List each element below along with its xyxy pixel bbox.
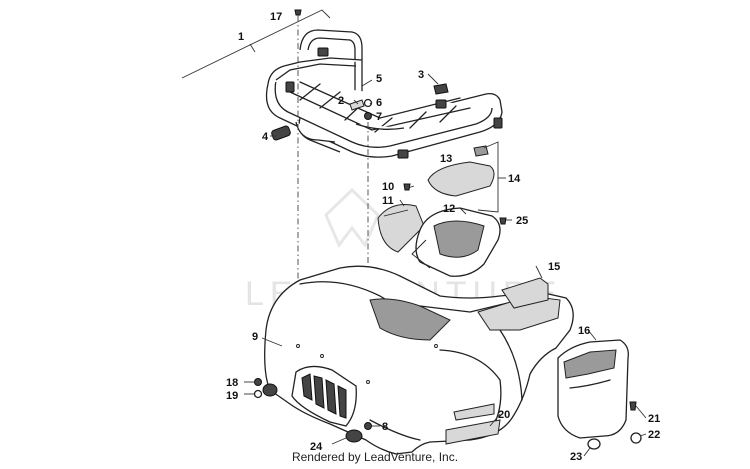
callout-25: 25 (516, 215, 528, 227)
assembly-bracket (181, 9, 331, 79)
callout-4: 4 (262, 131, 269, 143)
leader-lines (244, 12, 647, 457)
part-15-bracket (501, 265, 549, 309)
part-8-cap (364, 422, 372, 430)
callout-6: 6 (376, 97, 382, 109)
callout-22: 22 (648, 429, 660, 441)
part-4-grip (270, 125, 291, 141)
watermark-logo (324, 187, 380, 248)
callout-17: 17 (270, 11, 282, 23)
callout-14: 14 (508, 173, 521, 185)
callout-19: 19 (226, 390, 238, 402)
callout-20: 20 (498, 409, 510, 421)
callout-labels: 1 2 3 4 5 6 7 8 9 10 11 12 13 14 15 16 1… (226, 11, 660, 463)
callout-8: 8 (382, 421, 388, 433)
callout-18: 18 (226, 377, 238, 389)
callout-13: 13 (440, 153, 452, 165)
callout-9: 9 (252, 331, 258, 343)
front-rack (265, 29, 503, 159)
callout-12: 12 (443, 203, 455, 215)
callout-3: 3 (418, 69, 424, 81)
callout-24: 24 (310, 441, 323, 453)
callout-2: 2 (338, 95, 344, 107)
callout-21: 21 (648, 413, 660, 425)
callout-1: 1 (238, 31, 244, 43)
callout-15: 15 (548, 261, 560, 273)
parts-18-19-fasteners (253, 378, 263, 399)
console-assembly (377, 141, 507, 277)
callout-10: 10 (382, 181, 394, 193)
callout-7: 7 (376, 111, 382, 123)
part-3-nut (427, 73, 449, 95)
callout-11: 11 (382, 195, 394, 207)
part-16-side-panel (557, 339, 642, 450)
front-fender (262, 265, 574, 455)
callout-23: 23 (570, 451, 582, 463)
callout-5: 5 (376, 73, 382, 85)
footer-credit: Rendered by LeadVenture, Inc. (291, 450, 459, 464)
callout-16: 16 (578, 325, 590, 337)
part-2-plate (349, 99, 365, 111)
